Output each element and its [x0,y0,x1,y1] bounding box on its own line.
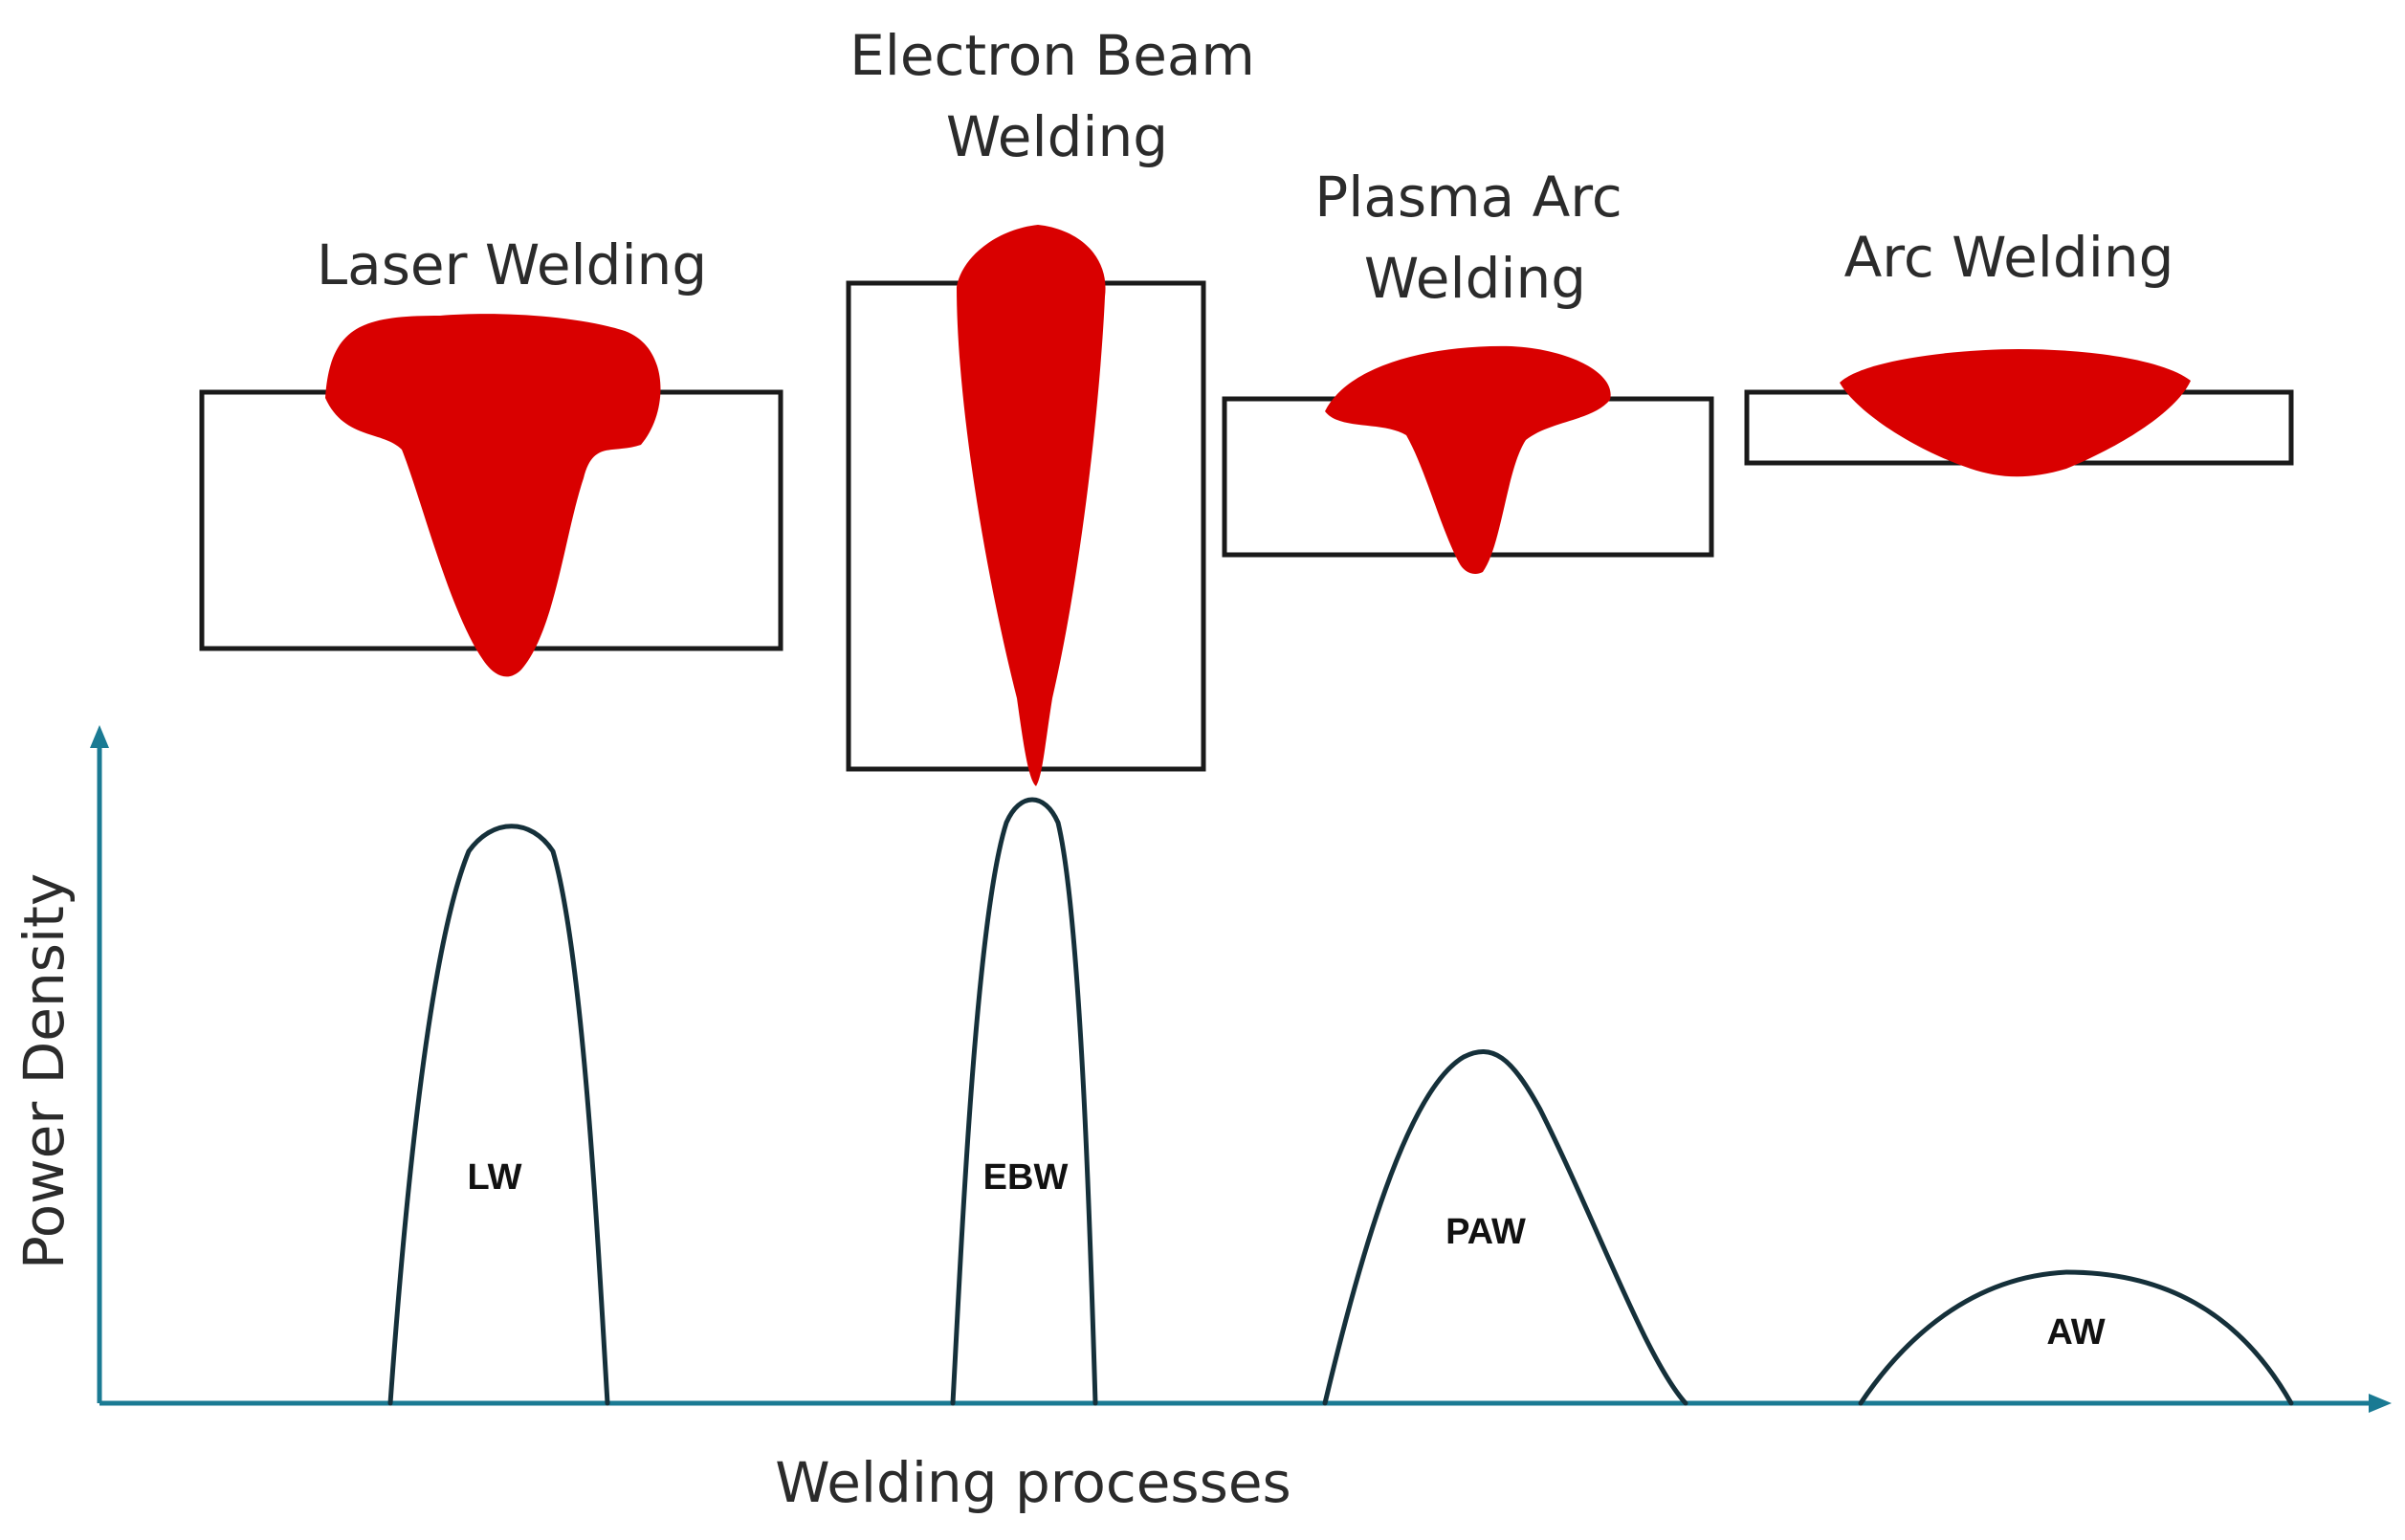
laser-welding-title: Laser Welding [317,232,707,297]
electron-beam-welding-cross-section [846,225,1206,786]
electron-beam-welding-title-line1: Electron Beam [849,23,1255,88]
paw-peak-label: PAW [1445,1212,1526,1252]
ebw-power-density-curve [950,797,1098,1406]
y-axis-title: Power Density [11,873,77,1269]
x-axis-arrowhead [2369,1394,2392,1413]
aw-peak-label: AW [2046,1312,2105,1353]
y-axis-arrowhead [90,725,109,748]
aw-power-density-curve [1858,1269,2294,1406]
plasma-arc-welding-title-line2: Welding [1364,246,1586,311]
aw-weld-bead [1840,349,2191,477]
lw-power-density-curve [387,824,610,1406]
arc-welding-cross-section [1744,349,2294,477]
x-axis-title: Welding processes [775,1450,1291,1515]
ebw-peak-label: EBW [983,1157,1069,1198]
electron-beam-welding-title-line2: Welding [946,104,1168,169]
paw-weld-bead [1325,345,1611,574]
ebw-weld-bead [957,225,1106,786]
laser-weld-bead [325,314,661,677]
plasma-arc-welding-cross-section [1222,345,1714,574]
paw-power-density-curve [1322,1049,1688,1406]
chart-axes [90,725,2392,1413]
power-density-curves [387,797,2294,1406]
lw-peak-label: LW [468,1157,522,1198]
laser-welding-cross-section [199,314,783,677]
arc-welding-title: Arc Welding [1844,225,2174,290]
plasma-arc-welding-title-line1: Plasma Arc [1314,165,1622,230]
